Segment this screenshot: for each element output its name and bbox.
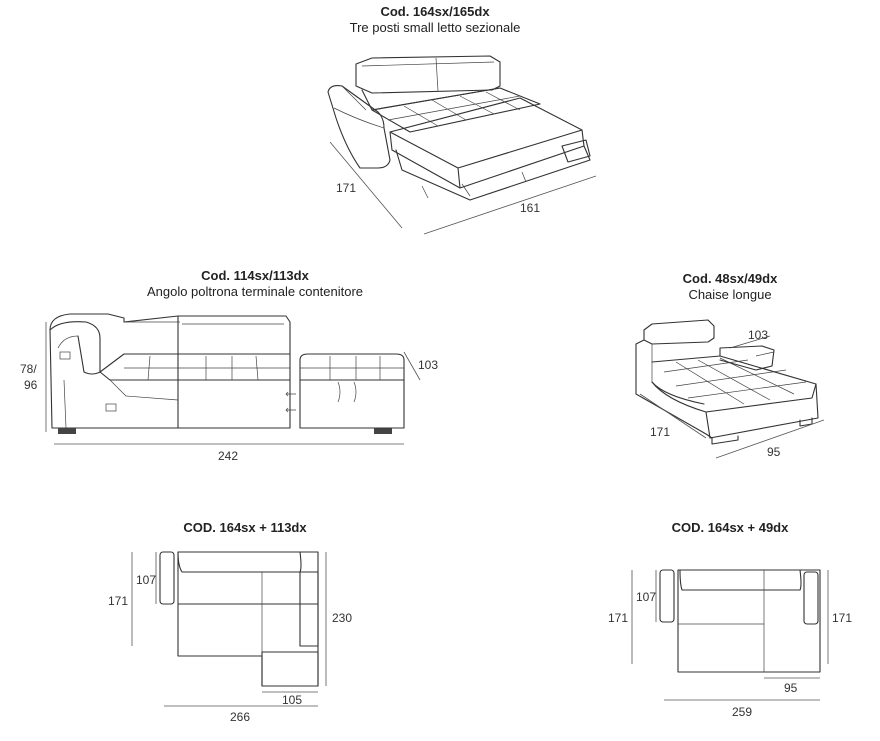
- dim-p2-depth: 103: [418, 358, 439, 372]
- dim-p2-height-a: 78/: [20, 362, 37, 376]
- composition-2-plan: [631, 569, 829, 701]
- product-2-code: Cod. 114sx/113dx: [201, 268, 309, 283]
- chaise-longue-drawing: [635, 319, 825, 459]
- dim-c2-total: 259: [732, 705, 753, 719]
- composition-1-code: COD. 164sx + 113dx: [183, 520, 307, 535]
- product-3-label: Cod. 48sx/49dx Chaise longue: [640, 271, 820, 302]
- dim-c1-seat: 107: [136, 573, 157, 587]
- dim-c1-total: 266: [230, 710, 251, 724]
- product-1-label: Cod. 164sx/165dx Tre posti small letto s…: [300, 4, 570, 35]
- product-2-label: Cod. 114sx/113dx Angolo poltrona termina…: [90, 268, 420, 299]
- product-2-name: Angolo poltrona terminale contenitore: [146, 283, 364, 299]
- product-1-name: Tre posti small letto sezionale: [349, 19, 521, 35]
- dim-c2-chaise: 95: [784, 681, 798, 695]
- dim-p3-length: 171: [650, 425, 671, 439]
- product-1-code: Cod. 164sx/165dx: [380, 4, 490, 19]
- dim-p2-height-b: 96: [24, 378, 38, 392]
- sofa-bed-drawing: [327, 55, 597, 235]
- dim-p2-width: 242: [218, 449, 239, 463]
- dim-c1-left: 171: [108, 594, 129, 608]
- product-3-code: Cod. 48sx/49dx: [682, 271, 778, 286]
- dim-p3-width: 95: [767, 445, 781, 459]
- dim-p3-depth: 103: [748, 328, 769, 342]
- dim-c2-right: 171: [832, 611, 853, 625]
- dim-p1-width: 161: [520, 201, 541, 215]
- composition-2-code: COD. 164sx + 49dx: [671, 520, 789, 535]
- dim-c2-left: 171: [608, 611, 629, 625]
- corner-module-drawing: [45, 313, 421, 445]
- dim-c1-right: 230: [332, 611, 353, 625]
- product-3-name: Chaise longue: [688, 286, 772, 302]
- dim-c2-seat: 107: [636, 590, 657, 604]
- composition-1-plan: [131, 551, 327, 707]
- dim-c1-pouf: 105: [282, 693, 303, 707]
- dim-p1-depth: 171: [336, 181, 357, 195]
